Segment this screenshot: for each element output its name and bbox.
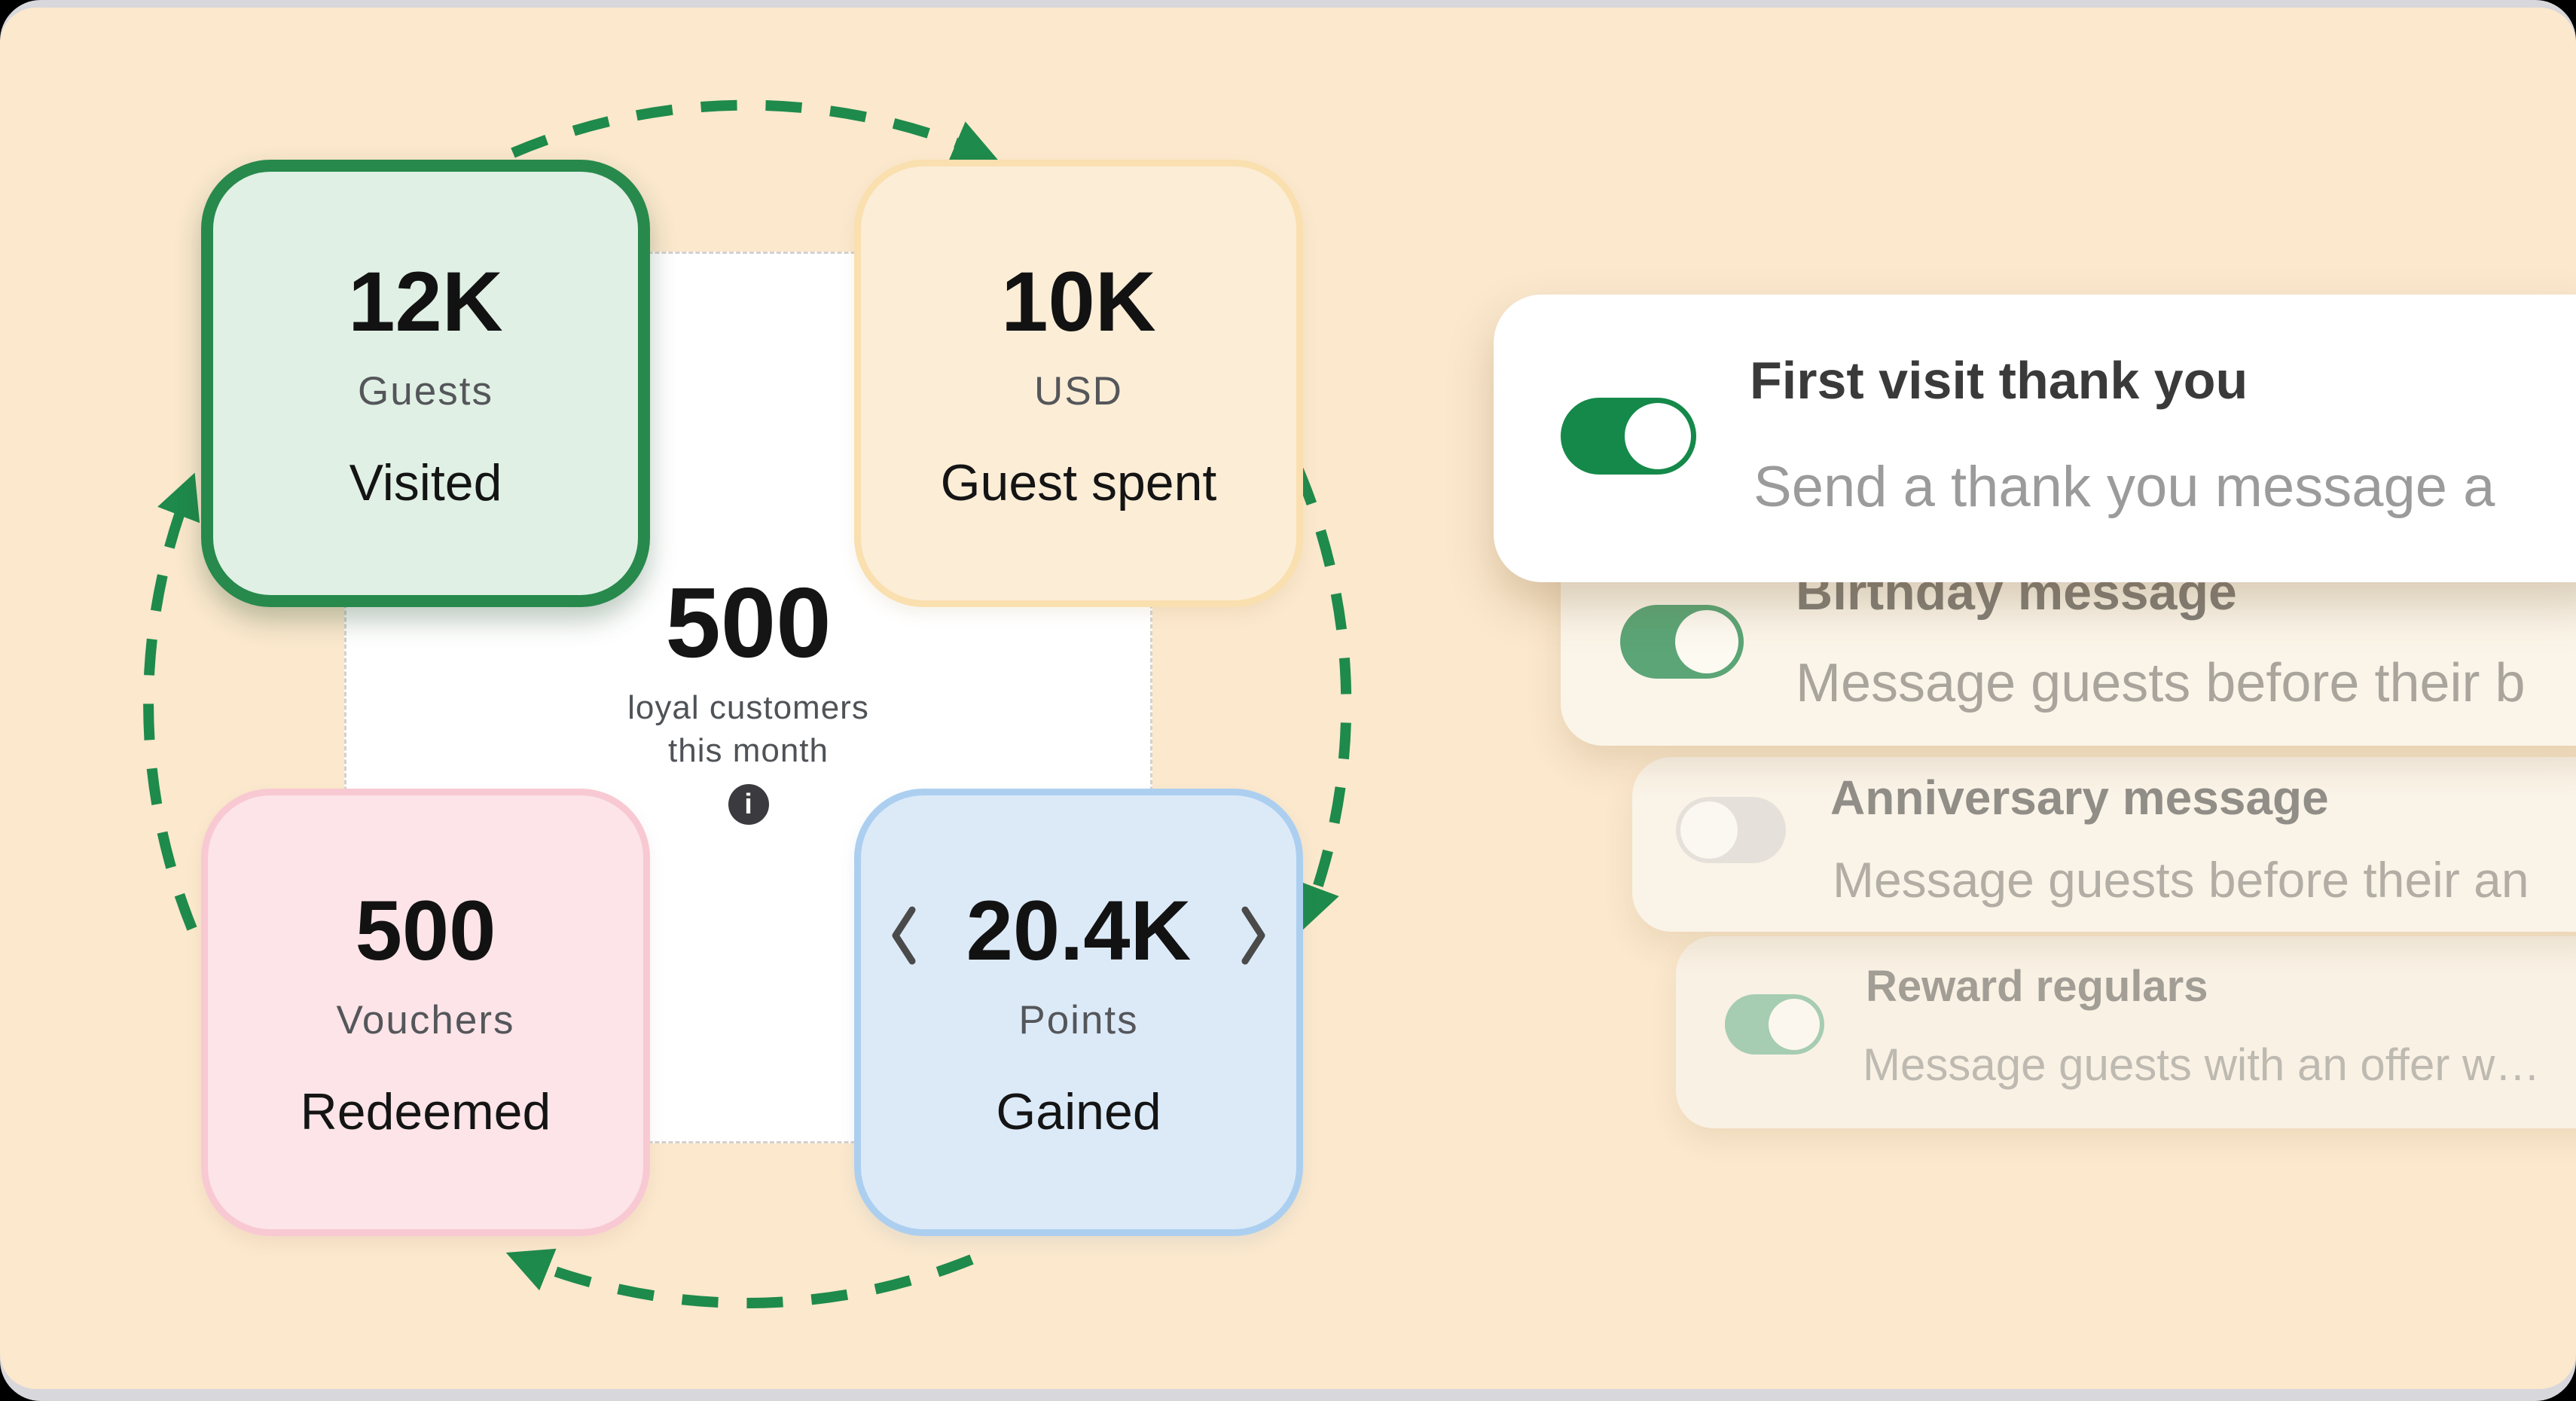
- toggle-first-visit-thank-you[interactable]: [1561, 398, 1696, 475]
- toggle-knob: [1680, 801, 1738, 859]
- automation-card-anniversary-message: Anniversary message Message guests befor…: [1632, 757, 2576, 932]
- toggle-knob: [1675, 610, 1738, 673]
- stat-card-vouchers-redeemed: 500 Vouchers Redeemed: [201, 789, 650, 1236]
- info-icon[interactable]: i: [728, 784, 769, 825]
- stat-sub: Visited: [349, 454, 502, 511]
- toggle-knob: [1625, 403, 1691, 469]
- arc-left-icon: [143, 472, 200, 931]
- loyal-customers-label: loyal customers this month: [627, 689, 869, 769]
- automation-description: Message guests before their b: [1796, 653, 2526, 713]
- automation-description: Send a thank you message a: [1753, 455, 2495, 519]
- chevron-left-icon[interactable]: [888, 903, 920, 968]
- chevron-right-icon[interactable]: [1238, 903, 1269, 968]
- toggle-knob: [1769, 999, 1820, 1050]
- stat-value: 10K: [1001, 255, 1156, 349]
- arc-right-icon: [1293, 468, 1352, 931]
- stat-card-guests-visited: 12K Guests Visited: [201, 160, 650, 607]
- stat-value: 20.4K: [966, 884, 1192, 978]
- stat-sub: Gained: [996, 1083, 1161, 1140]
- stat-value: 12K: [348, 255, 503, 349]
- automation-card-first-visit-thank-you: First visit thank you Send a thank you m…: [1494, 295, 2576, 582]
- stat-label: Points: [1018, 998, 1139, 1042]
- stat-card-guest-spent: 10K USD Guest spent: [854, 160, 1303, 607]
- stat-card-points-gained: 20.4K Points Gained: [854, 789, 1303, 1236]
- toggle-anniversary-message[interactable]: [1676, 797, 1786, 863]
- automation-card-reward-regulars: Reward regulars Message guests with an o…: [1676, 936, 2576, 1128]
- stat-label: Vouchers: [336, 998, 515, 1042]
- automation-title: Anniversary message: [1830, 771, 2329, 825]
- automation-title: Reward regulars: [1866, 962, 2208, 1011]
- stat-sub: Guest spent: [940, 454, 1217, 511]
- arc-top-icon: [511, 99, 999, 163]
- stat-label: Guests: [358, 369, 493, 414]
- stat-value: 500: [355, 884, 496, 978]
- automation-description: Message guests with an offer w…: [1863, 1039, 2541, 1090]
- toggle-birthday-message[interactable]: [1620, 605, 1744, 679]
- loyal-customers-value: 500: [665, 567, 832, 678]
- stat-sub: Redeemed: [300, 1083, 551, 1140]
- automation-title: First visit thank you: [1750, 351, 2248, 410]
- toggle-reward-regulars[interactable]: [1725, 994, 1824, 1055]
- automation-description: Message guests before their an: [1833, 852, 2529, 908]
- arc-bottom-icon: [505, 1248, 974, 1308]
- stat-label: USD: [1034, 369, 1123, 414]
